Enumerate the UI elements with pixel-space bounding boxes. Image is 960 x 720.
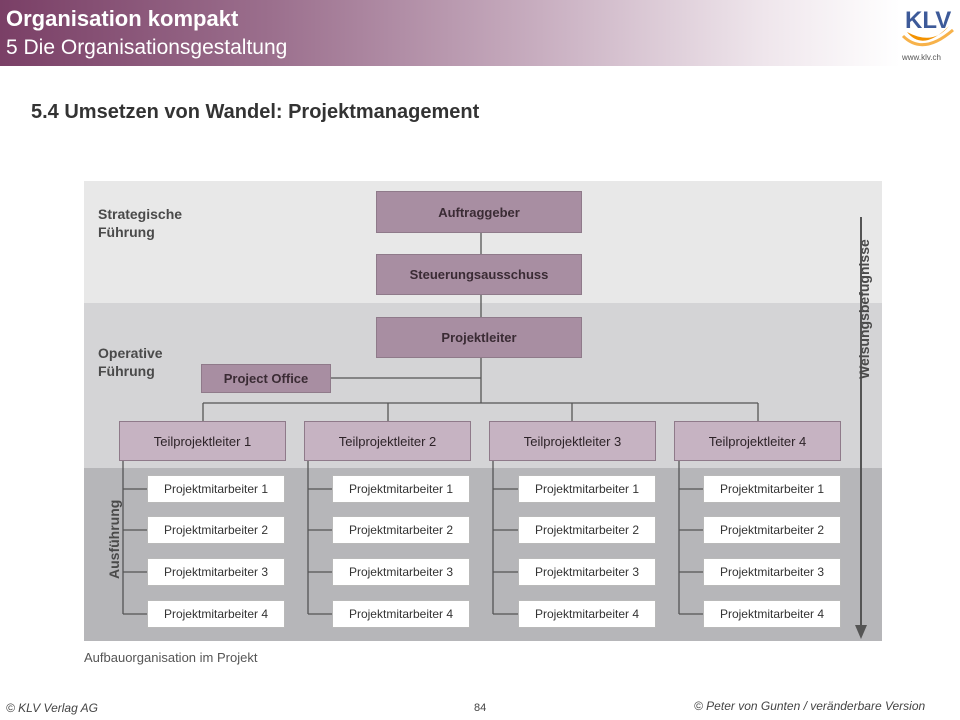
- box-project-office: Project Office: [201, 364, 331, 393]
- team3-member-4: Projektmitarbeiter 4: [518, 600, 656, 628]
- team1-member-2: Projektmitarbeiter 2: [147, 516, 285, 544]
- team2-member-4: Projektmitarbeiter 4: [332, 600, 470, 628]
- box-subproject-lead-1: Teilprojektleiter 1: [119, 421, 286, 461]
- operative-label: Operative Führung: [98, 344, 163, 380]
- strategic-label: Strategische Führung: [98, 205, 182, 241]
- authority-arrow: [855, 217, 867, 639]
- klv-logo: KLV: [893, 2, 957, 66]
- box-subproject-lead-4: Teilprojektleiter 4: [674, 421, 841, 461]
- team3-member-2: Projektmitarbeiter 2: [518, 516, 656, 544]
- team4-member-2: Projektmitarbeiter 2: [703, 516, 841, 544]
- strategic-label-line2: Führung: [98, 224, 155, 240]
- team1-member-4: Projektmitarbeiter 4: [147, 600, 285, 628]
- strategic-label-line1: Strategische: [98, 206, 183, 222]
- execution-label: Ausführung: [106, 499, 122, 579]
- slide-title: 5.4 Umsetzen von Wandel: Projektmanageme…: [31, 101, 480, 123]
- authority-label: Weisungsbefugnisse: [856, 239, 872, 379]
- team4-member-1: Projektmitarbeiter 1: [703, 475, 841, 503]
- operative-label-line1: Operative: [98, 345, 163, 361]
- box-steering-committee: Steuerungsausschuss: [376, 254, 582, 295]
- team4-member-3: Projektmitarbeiter 3: [703, 558, 841, 586]
- klv-logo-icon: KLV: [901, 7, 954, 47]
- footer-copyright-right: © Peter von Gunten / veränderbare Versio…: [694, 699, 926, 713]
- team2-member-1: Projektmitarbeiter 1: [332, 475, 470, 503]
- deck-title: Organisation kompakt: [6, 6, 239, 31]
- team2-member-2: Projektmitarbeiter 2: [332, 516, 470, 544]
- team4-member-4: Projektmitarbeiter 4: [703, 600, 841, 628]
- header-banner: Organisation kompakt 5 Die Organisations…: [0, 0, 900, 66]
- box-project-lead: Projektleiter: [376, 317, 582, 358]
- org-diagram: Strategische Führung Operative Führung: [84, 181, 882, 641]
- diagram-caption: Aufbauorganisation im Projekt: [84, 650, 258, 665]
- connector-lines: [122, 217, 867, 639]
- footer-copyright-left: © KLV Verlag AG: [6, 701, 98, 715]
- team1-member-3: Projektmitarbeiter 3: [147, 558, 285, 586]
- box-subproject-lead-2: Teilprojektleiter 2: [304, 421, 471, 461]
- svg-text:KLV: KLV: [905, 7, 951, 34]
- team1-member-1: Projektmitarbeiter 1: [147, 475, 285, 503]
- page-number: 84: [474, 702, 487, 714]
- logo-url[interactable]: www.klv.ch: [902, 53, 941, 62]
- operative-label-line2: Führung: [98, 363, 155, 379]
- box-subproject-lead-3: Teilprojektleiter 3: [489, 421, 656, 461]
- team3-member-1: Projektmitarbeiter 1: [518, 475, 656, 503]
- team3-member-3: Projektmitarbeiter 3: [518, 558, 656, 586]
- team2-member-3: Projektmitarbeiter 3: [332, 558, 470, 586]
- chapter-title: 5 Die Organisationsgestaltung: [6, 36, 288, 59]
- box-client: Auftraggeber: [376, 191, 582, 233]
